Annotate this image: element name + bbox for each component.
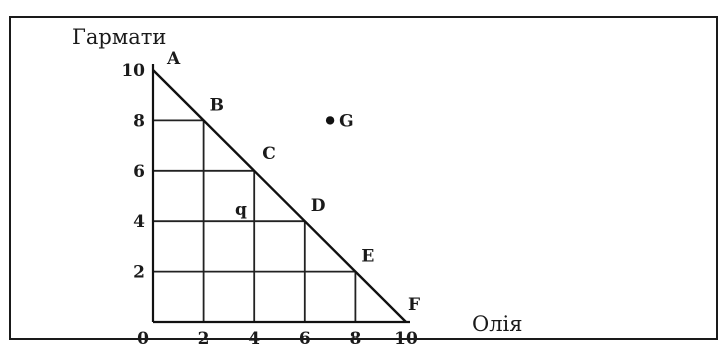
point-label-b: B: [210, 95, 224, 115]
x-tick-label: 0: [137, 329, 149, 349]
point-g-marker: [325, 116, 335, 125]
outer-border: [9, 16, 718, 340]
x-axis-title: Олія: [472, 312, 523, 336]
point-label-g: G: [339, 111, 354, 131]
x-tick-label: 2: [198, 329, 210, 349]
y-tick-label: 8: [133, 111, 145, 131]
y-tick-label: 2: [133, 263, 145, 283]
x-tick-label: 8: [349, 329, 361, 349]
plot-area: A B C D E F Gq 2 4 6 8 10 0 2 4 6 8 10: [121, 49, 420, 349]
frontier-line: [152, 69, 407, 323]
y-tick-label: 6: [133, 162, 145, 182]
x-tick-label: 6: [299, 329, 311, 349]
point-label-e: E: [361, 247, 374, 267]
y-tick-label: 4: [133, 212, 145, 232]
point-label-q: q: [235, 200, 247, 220]
x-tick-label: 4: [248, 329, 260, 349]
point-label-f: F: [408, 295, 420, 315]
point-label-a: A: [166, 49, 181, 69]
point-label-d: D: [311, 196, 326, 216]
y-axis-title: Гармати: [72, 25, 166, 49]
x-tick-label: 10: [394, 329, 418, 349]
point-label-c: C: [262, 144, 276, 164]
y-tick-label: 10: [121, 61, 145, 81]
